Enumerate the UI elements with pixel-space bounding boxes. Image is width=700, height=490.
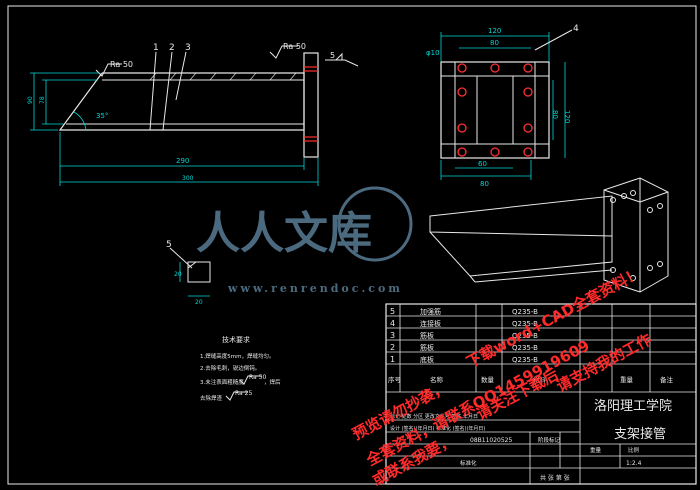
callout-leader-1 [149,51,157,131]
weld-leader [325,59,359,67]
roughness-symbol-top [269,45,298,59]
main-view: Ra 50 Ra 50 5 1 2 3 90 78 35° 290 300 [27,42,359,186]
dim-top-outer: 120 [488,27,501,35]
part-no-4: 4 [390,319,395,328]
scale-value: 1:2.4 [626,460,642,467]
roughness-left-label: Ra 50 [110,60,133,69]
callout-leader-4 [534,29,573,51]
tech-note-3: 3.未注表面粗糙度 [200,378,244,386]
tech-note-4: 去除焊渣 [200,394,223,402]
part-no-3: 3 [390,331,395,340]
callout-2: 2 [169,43,175,53]
side-dims [440,32,566,180]
tech-notes-title: 技术要求 [222,335,250,344]
detail-dims [179,262,210,297]
standard-label: 标准化 [460,459,477,467]
dim-length: 290 [176,157,189,165]
part-material-2: Q235-B [512,344,538,352]
watermark: 人人文库 www.renrendoc.com [196,186,413,295]
main-outline [58,72,305,131]
watermark-logo-circle [337,186,413,262]
part-name-2: 筋板 [420,343,434,352]
part-name-4: 连接板 [420,319,441,328]
dim-angle: 35° [96,112,108,120]
part-name-1: 底板 [420,355,434,364]
callout-1: 1 [153,43,159,53]
header-material: 材料 [533,375,547,384]
part-material-4: Q235-B [512,320,538,328]
detail-dim-bottom: 20 [195,299,203,306]
detail-view: 5 20 20 [166,240,211,306]
end-plate-holes [304,66,318,142]
callout-5: 5 [166,240,172,250]
callout-3: 3 [185,43,191,53]
header-no: 序号 [388,375,402,384]
watermark-brand: 人人文库 [196,208,372,259]
tech-notes: 技术要求 1.焊缝高度5mm，焊缝均匀。 2.去除毛刺，锐边倒钝。 3.未注表面… [200,335,281,402]
design-row: 设计 (签名)(年月日) 标准化 (签名)(年月日) [390,425,485,432]
title-block: 5 加强筋 Q235-B 4 连接板 Q235-B 3 筋板 Q235-B 2 … [385,303,697,485]
sign-row: 标记 处数 分区 更改文件号 签名 年月日 [390,413,478,420]
isometric-view [429,177,669,293]
part-material-3: Q235-B [512,332,538,340]
tech-note-1: 1.焊缝高度5mm，焊缝均匀。 [200,352,274,360]
header-weight: 重量 [620,376,634,384]
part-no-1: 1 [390,355,395,364]
part-name-3: 筋板 [420,331,434,340]
callout-leader-2 [162,51,173,131]
side-outline [440,61,550,159]
angle-arc [73,111,87,131]
scale-label: 比例 [628,446,640,454]
dim-top-inner: 80 [490,39,499,47]
callout-leader-5 [169,247,193,269]
dim-overall: 300 [182,175,194,182]
side-center [476,75,514,145]
dim-right-outer: 120 [563,110,571,123]
part-name-5: 加强筋 [420,307,441,316]
dim-height-outer: 90 [27,96,34,104]
drawing-name: 支架接管 [614,426,666,442]
sheets: 共 张 第 张 [540,474,570,482]
side-holes [457,63,533,157]
tech-note-3-ra: Ra 50 [249,374,266,381]
callout-leader-3 [175,51,187,101]
header-name: 名称 [430,375,444,384]
weld-size-label: 5 [330,51,335,60]
part-material-1: Q235-B [512,356,538,364]
end-plate [303,52,319,158]
stage-label: 阶段标记 [538,436,561,444]
tech-note-4-ra: Ra 25 [235,390,252,397]
header-remark: 备注 [660,375,674,384]
school-name: 洛阳理工学院 [594,398,672,414]
height-dims [30,72,100,131]
weight-label: 重量 [590,446,602,454]
watermark-url: www.renrendoc.com [227,282,403,295]
part-no-2: 2 [390,343,395,352]
length-dims [59,132,319,186]
detail-dim-left: 20 [174,271,182,278]
tech-note-3-tail: ，焊后 [264,378,281,386]
drawing-number: 08B11020525 [470,437,512,444]
dim-bottom-inner: 60 [478,160,487,168]
callout-4: 4 [573,24,579,34]
part-material-5: Q235-B [512,308,538,316]
part-no-5: 5 [390,307,395,316]
dim-height-inner: 78 [39,96,46,104]
dim-bottom-outer: 80 [480,180,489,188]
weld-triangle [334,52,343,61]
drawing-frame [7,5,697,485]
roughness-top-label: Ra 50 [283,42,306,51]
dim-right-inner: 80 [551,110,559,119]
tech-note-2: 2.去除毛刺，锐边倒钝。 [200,364,260,372]
side-view: 4 120 80 φ10 80 120 60 80 [426,24,579,188]
weld-hatch [149,72,297,81]
dim-hole: φ10 [426,49,440,57]
header-qty: 数量 [481,375,495,384]
detail-outline [187,261,211,283]
